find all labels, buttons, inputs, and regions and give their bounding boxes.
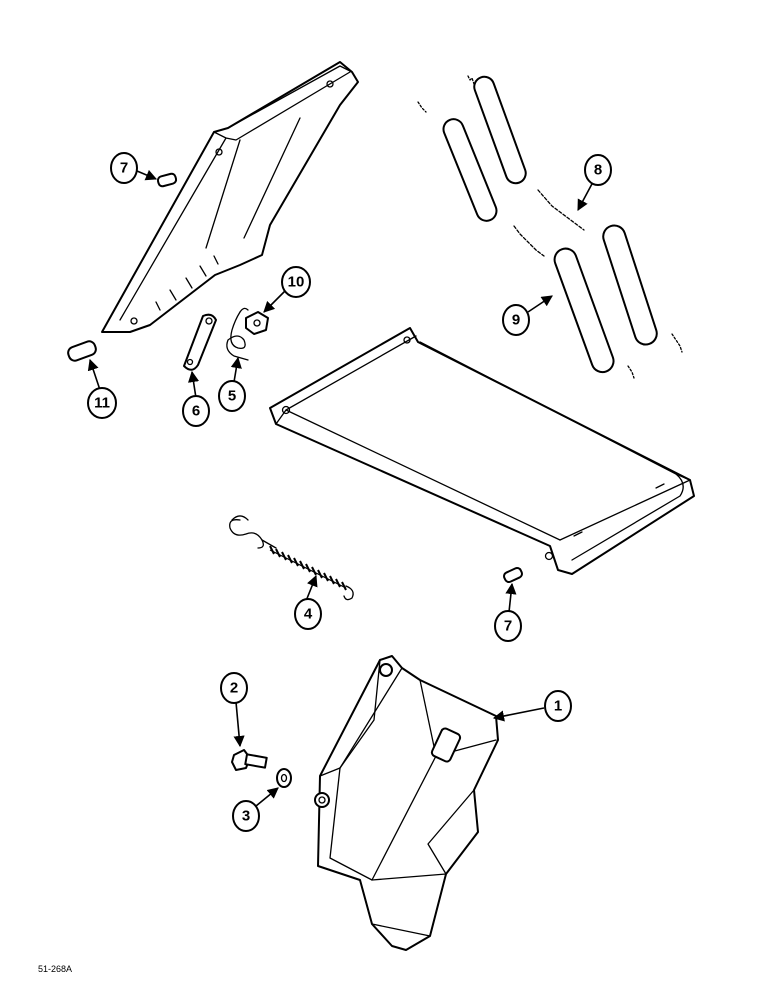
side-panel <box>101 61 359 333</box>
link-6 <box>183 313 217 371</box>
callout-label: 5 <box>228 388 236 405</box>
pin-11 <box>67 340 97 362</box>
callout-8: 8 <box>577 154 612 211</box>
tray-panel <box>269 327 695 575</box>
callout-label: 9 <box>512 312 520 329</box>
callout-10: 10 <box>263 266 311 313</box>
callout-label: 4 <box>304 606 313 623</box>
roller-chain-assembly <box>417 75 683 379</box>
callout-label: 3 <box>242 808 250 825</box>
callout-label: 11 <box>94 395 110 412</box>
callout-label: 7 <box>120 160 128 177</box>
callout-6: 6 <box>182 370 210 427</box>
callout-1: 1 <box>492 690 572 722</box>
figure-code: 51-268A <box>38 964 72 974</box>
callout-4: 4 <box>294 574 322 630</box>
nut-10 <box>245 311 269 335</box>
callout-label: 8 <box>594 162 602 179</box>
callout-label: 1 <box>554 698 562 715</box>
pin-7-lower <box>503 566 523 584</box>
bolt-2 <box>231 749 268 771</box>
callout-label: 6 <box>192 403 200 420</box>
callout-5: 5 <box>218 356 246 412</box>
pin-7-upper <box>156 172 178 188</box>
callout-3: 3 <box>232 787 279 832</box>
spring-4 <box>229 515 354 601</box>
callout-11: 11 <box>87 358 117 419</box>
callout-2: 2 <box>220 672 248 748</box>
callout-7-lower: 7 <box>494 582 522 642</box>
callout-9: 9 <box>502 295 553 336</box>
washer-3 <box>276 768 292 788</box>
bracket-1 <box>314 655 499 951</box>
spring-clip-5 <box>226 307 249 361</box>
callout-7-upper: 7 <box>110 152 158 184</box>
callout-label: 10 <box>288 274 305 291</box>
callout-label: 7 <box>504 618 512 635</box>
callout-label: 2 <box>230 680 238 697</box>
